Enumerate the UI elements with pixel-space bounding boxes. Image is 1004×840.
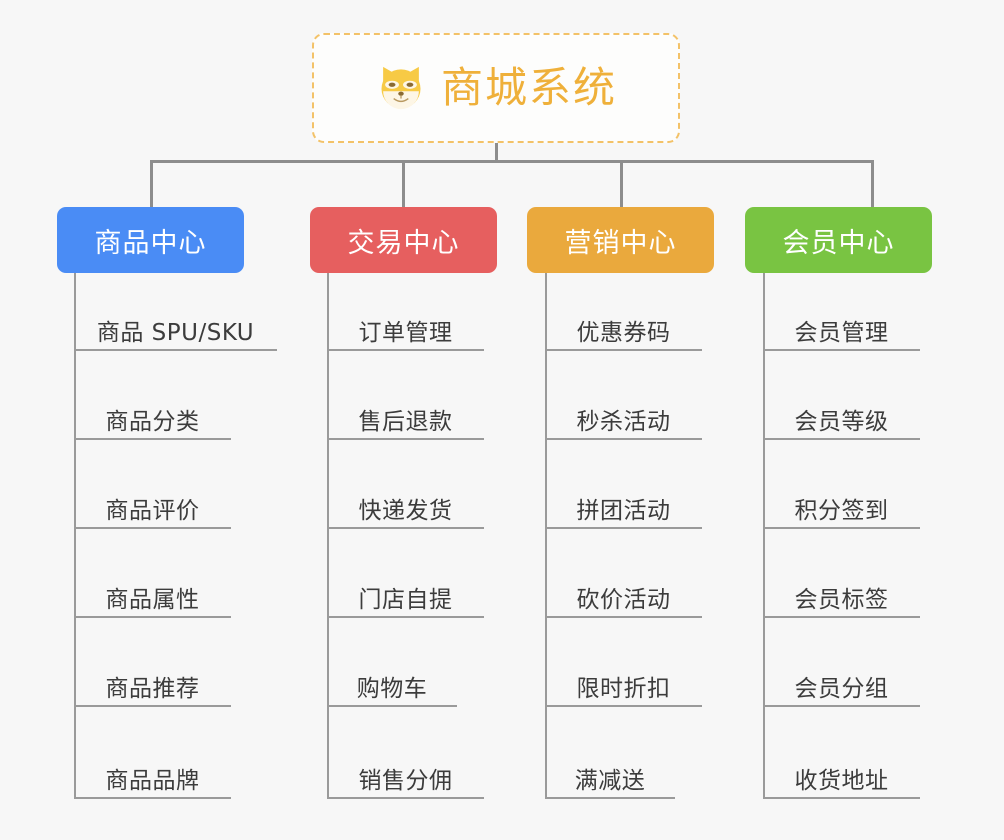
- leaf-label: 售后退款: [358, 408, 453, 435]
- leaf-label: 拼团活动: [576, 497, 671, 524]
- connector-horizontal-bus: [150, 160, 874, 163]
- spine-marketing-center: [545, 273, 547, 799]
- leaf-item-marketing-2[interactable]: 拼团活动: [545, 475, 702, 529]
- root-node-商城系统[interactable]: 商城系统: [312, 33, 680, 143]
- category-box-member-center[interactable]: 会员中心: [745, 207, 932, 273]
- connector-drop-marketing-center: [620, 160, 623, 207]
- leaf-label: 订单管理: [358, 319, 453, 346]
- leaf-item-marketing-3[interactable]: 砍价活动: [545, 564, 702, 618]
- leaf-label: 满减送: [574, 767, 646, 794]
- connector-drop-trade-center: [402, 160, 405, 207]
- connector-root-trunk: [495, 143, 498, 163]
- shiba-dog-face-icon: [375, 62, 427, 114]
- category-label-trade-center: 交易中心: [347, 227, 460, 259]
- leaf-label: 积分签到: [794, 497, 889, 524]
- leaf-item-product-4[interactable]: 商品推荐: [74, 653, 231, 707]
- leaf-label: 商品评价: [105, 497, 200, 524]
- leaf-label: 商品分类: [105, 408, 200, 435]
- leaf-label: 门店自提: [358, 586, 453, 613]
- leaf-item-trade-0[interactable]: 订单管理: [327, 297, 484, 351]
- root-node-label: 商城系统: [440, 63, 617, 112]
- leaf-label: 秒杀活动: [576, 408, 671, 435]
- connector-drop-product-center: [150, 160, 153, 207]
- leaf-label: 销售分佣: [358, 767, 453, 794]
- leaf-item-trade-4[interactable]: 购物车: [327, 653, 457, 707]
- category-box-trade-center[interactable]: 交易中心: [310, 207, 497, 273]
- category-box-marketing-center[interactable]: 营销中心: [527, 207, 714, 273]
- leaf-item-trade-5[interactable]: 销售分佣: [327, 745, 484, 799]
- leaf-label: 会员管理: [794, 319, 889, 346]
- leaf-item-marketing-1[interactable]: 秒杀活动: [545, 386, 702, 440]
- leaf-item-marketing-0[interactable]: 优惠券码: [545, 297, 702, 351]
- leaf-label: 会员标签: [794, 586, 889, 613]
- category-label-marketing-center: 营销中心: [564, 227, 677, 259]
- spine-product-center: [74, 273, 76, 799]
- spine-member-center: [763, 273, 765, 799]
- leaf-item-product-2[interactable]: 商品评价: [74, 475, 231, 529]
- leaf-label: 会员分组: [794, 675, 889, 702]
- leaf-label: 收货地址: [794, 767, 889, 794]
- leaf-item-member-1[interactable]: 会员等级: [763, 386, 920, 440]
- leaf-item-member-5[interactable]: 收货地址: [763, 745, 920, 799]
- leaf-item-marketing-4[interactable]: 限时折扣: [545, 653, 702, 707]
- category-label-member-center: 会员中心: [782, 227, 895, 259]
- leaf-item-marketing-5[interactable]: 满减送: [545, 745, 675, 799]
- leaf-item-product-1[interactable]: 商品分类: [74, 386, 231, 440]
- leaf-label: 商品 SPU/SKU: [96, 319, 255, 346]
- leaf-item-trade-2[interactable]: 快递发货: [327, 475, 484, 529]
- leaf-item-product-0[interactable]: 商品 SPU/SKU: [74, 297, 277, 351]
- leaf-label: 商品品牌: [105, 767, 200, 794]
- leaf-item-member-2[interactable]: 积分签到: [763, 475, 920, 529]
- leaf-label: 限时折扣: [576, 675, 671, 702]
- leaf-item-trade-1[interactable]: 售后退款: [327, 386, 484, 440]
- category-label-product-center: 商品中心: [94, 227, 207, 259]
- connector-drop-member-center: [871, 160, 874, 207]
- leaf-item-product-3[interactable]: 商品属性: [74, 564, 231, 618]
- leaf-item-member-4[interactable]: 会员分组: [763, 653, 920, 707]
- leaf-label: 商品推荐: [105, 675, 200, 702]
- leaf-label: 快递发货: [358, 497, 453, 524]
- leaf-item-trade-3[interactable]: 门店自提: [327, 564, 484, 618]
- leaf-label: 会员等级: [794, 408, 889, 435]
- leaf-item-member-3[interactable]: 会员标签: [763, 564, 920, 618]
- leaf-item-member-0[interactable]: 会员管理: [763, 297, 920, 351]
- leaf-label: 购物车: [356, 675, 428, 702]
- leaf-label: 砍价活动: [576, 586, 671, 613]
- category-box-product-center[interactable]: 商品中心: [57, 207, 244, 273]
- spine-trade-center: [327, 273, 329, 799]
- leaf-label: 优惠券码: [576, 319, 671, 346]
- leaf-label: 商品属性: [105, 586, 200, 613]
- leaf-item-product-5[interactable]: 商品品牌: [74, 745, 231, 799]
